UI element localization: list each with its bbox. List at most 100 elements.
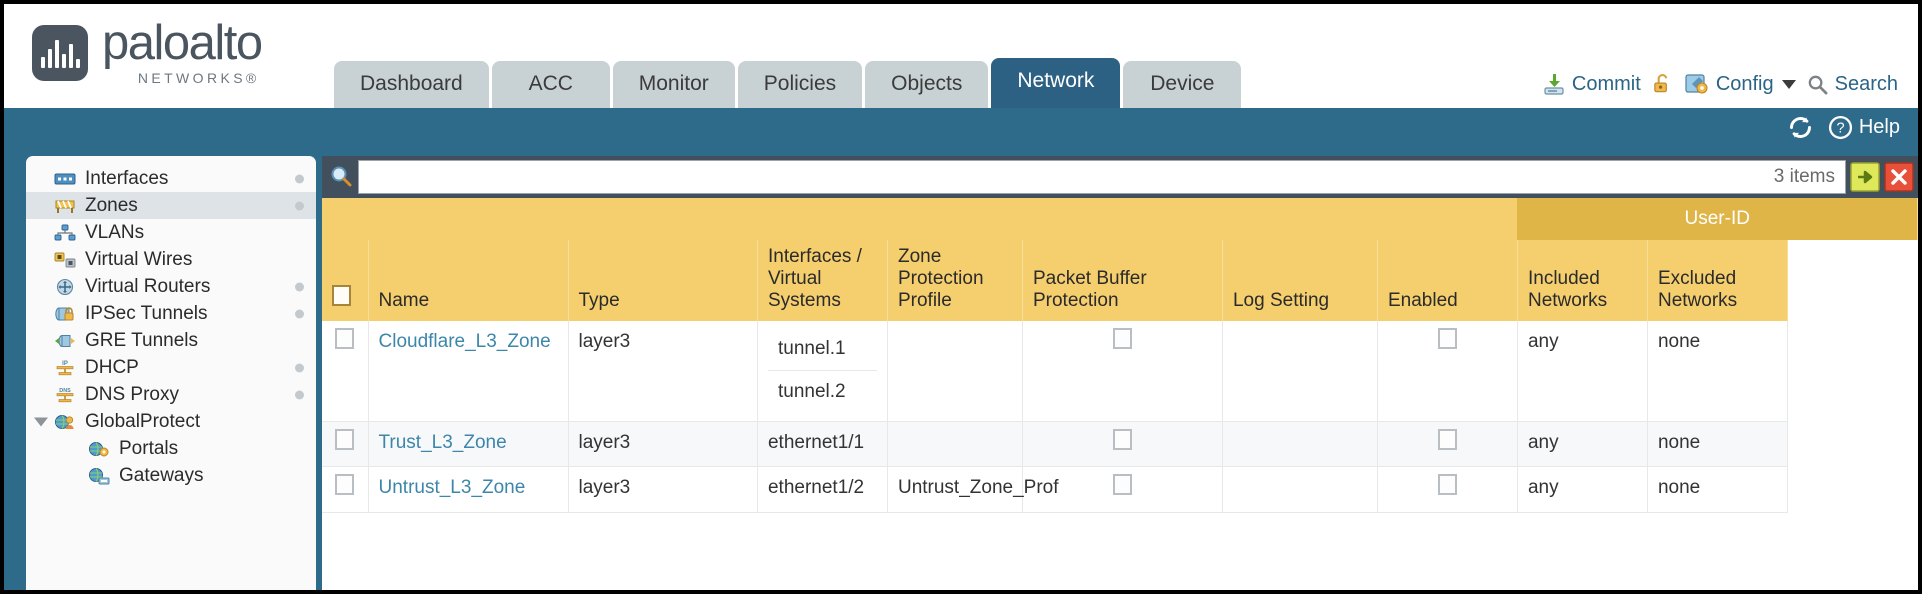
column-header-packet-buffer-protection[interactable]: Packet Buffer Protection xyxy=(1022,240,1223,321)
item-count-label: 3 items xyxy=(1773,166,1835,187)
sidebar-item-virtual-routers[interactable]: Virtual Routers xyxy=(26,273,316,300)
row-select-cell[interactable] xyxy=(322,466,369,513)
sidebar-item-gateways[interactable]: Gateways xyxy=(26,462,316,489)
cell-packet-buffer-protection[interactable] xyxy=(1022,320,1223,422)
cell-type: layer3 xyxy=(568,320,758,422)
interface-entry: tunnel.2 xyxy=(777,381,846,403)
apply-filter-arrow-icon[interactable] xyxy=(1850,162,1880,192)
sidebar-item-portals[interactable]: Portals xyxy=(26,435,316,462)
cell-zone-protection-profile xyxy=(887,421,1023,468)
gateways-icon xyxy=(89,467,110,484)
cell-zone-protection-profile: Untrust_Zone_Prof xyxy=(887,466,1059,513)
cell-packet-buffer-protection[interactable] xyxy=(1022,466,1223,513)
search-magnifier-icon xyxy=(1808,75,1828,94)
table-row[interactable]: Trust_L3_Zone layer3 ethernet1/1 xyxy=(322,421,1918,468)
commit-button[interactable]: Commit xyxy=(1542,72,1641,96)
interfaces-icon xyxy=(54,173,76,184)
cell-excluded-networks: none xyxy=(1647,466,1788,513)
table-row[interactable]: Cloudflare_L3_Zone layer3 tunnel.1 tunne… xyxy=(322,320,1918,422)
zone-name-link[interactable]: Cloudflare_L3_Zone xyxy=(378,330,551,352)
sidebar-item-virtual-wires[interactable]: Virtual Wires xyxy=(26,246,316,273)
select-all-checkbox[interactable] xyxy=(332,284,351,306)
cell-included-networks: any xyxy=(1517,320,1648,422)
sidebar-item-label: Portals xyxy=(119,437,179,459)
tab-monitor[interactable]: Monitor xyxy=(612,60,735,108)
packet-buffer-protection-checkbox[interactable] xyxy=(1112,474,1132,496)
content-area: Interfaces Zones xyxy=(4,156,1918,590)
column-header-interfaces[interactable]: Interfaces / Virtual Systems xyxy=(757,240,888,321)
table-row[interactable]: Untrust_L3_Zone layer3 ethernet1/2 Untru… xyxy=(322,466,1918,513)
cell-name[interactable]: Trust_L3_Zone xyxy=(368,421,569,468)
packet-buffer-protection-checkbox[interactable] xyxy=(1112,428,1132,450)
config-label: Config xyxy=(1715,72,1774,95)
tab-network[interactable]: Network xyxy=(991,57,1121,108)
search-button[interactable]: Search xyxy=(1806,73,1898,96)
tab-objects[interactable]: Objects xyxy=(865,60,989,108)
row-select-cell[interactable] xyxy=(322,421,369,468)
column-header-zone-protection-profile[interactable]: Zone Protection Profile xyxy=(887,240,1023,321)
commit-save-icon xyxy=(1544,74,1564,95)
userid-enabled-checkbox[interactable] xyxy=(1437,428,1457,450)
cell-name[interactable]: Untrust_L3_Zone xyxy=(368,466,569,513)
sidebar-item-interfaces[interactable]: Interfaces xyxy=(26,165,316,192)
column-header-included-networks[interactable]: Included Networks xyxy=(1517,240,1648,321)
help-question-icon: ? xyxy=(1828,115,1852,140)
column-header-type[interactable]: Type xyxy=(568,240,758,321)
userid-enabled-checkbox[interactable] xyxy=(1437,327,1457,349)
svg-text:?: ? xyxy=(1836,121,1844,137)
sidebar-item-vlans[interactable]: VLANs xyxy=(26,219,316,246)
row-checkbox[interactable] xyxy=(335,474,355,496)
cell-log-setting xyxy=(1222,320,1378,422)
search-input[interactable] xyxy=(369,166,1766,188)
portals-icon xyxy=(89,441,109,456)
tab-dashboard[interactable]: Dashboard xyxy=(334,60,489,108)
help-button[interactable]: ? Help xyxy=(1828,115,1900,140)
column-header-enabled[interactable]: Enabled xyxy=(1377,240,1518,321)
userid-enabled-checkbox[interactable] xyxy=(1437,474,1457,496)
sidebar-item-dns-proxy[interactable]: DNS DNS Proxy xyxy=(26,381,316,408)
svg-text:IP: IP xyxy=(62,361,68,367)
refresh-icon[interactable] xyxy=(1787,114,1814,141)
commit-label: Commit xyxy=(1571,72,1641,95)
column-header-excluded-networks[interactable]: Excluded Networks xyxy=(1647,240,1788,321)
cell-interfaces: ethernet1/1 xyxy=(757,421,888,468)
cell-userid-enabled[interactable] xyxy=(1377,466,1518,513)
zones-panel: 3 items xyxy=(322,156,1918,590)
globalprotect-icon xyxy=(55,414,74,429)
search-magnifier-icon[interactable] xyxy=(328,164,354,190)
config-dropdown[interactable]: Config xyxy=(1684,72,1796,96)
cell-name[interactable]: Cloudflare_L3_Zone xyxy=(368,320,569,422)
row-checkbox[interactable] xyxy=(335,327,355,349)
zone-name-link[interactable]: Trust_L3_Zone xyxy=(378,431,507,453)
packet-buffer-protection-checkbox[interactable] xyxy=(1112,327,1132,349)
zones-table-body: Cloudflare_L3_Zone layer3 tunnel.1 tunne… xyxy=(322,320,1918,513)
sidebar-item-label: Zones xyxy=(85,194,138,216)
column-header-log-setting[interactable]: Log Setting xyxy=(1222,240,1378,321)
select-all-header[interactable] xyxy=(322,240,369,321)
search-input-wrap[interactable]: 3 items xyxy=(358,160,1846,194)
tab-acc[interactable]: ACC xyxy=(491,60,610,108)
sidebar-item-dhcp[interactable]: IP DHCP xyxy=(26,354,316,381)
sidebar-item-zones[interactable]: Zones xyxy=(26,192,316,219)
status-dot xyxy=(295,282,304,291)
tab-device[interactable]: Device xyxy=(1123,60,1242,108)
cell-userid-enabled[interactable] xyxy=(1377,320,1518,422)
vlans-icon xyxy=(54,224,76,240)
row-select-cell[interactable] xyxy=(322,320,369,422)
sub-header-band: ? Help xyxy=(4,108,1918,156)
clear-filter-close-icon[interactable] xyxy=(1884,162,1914,192)
column-header-name[interactable]: Name xyxy=(368,240,569,321)
cell-packet-buffer-protection[interactable] xyxy=(1022,421,1223,468)
sidebar-item-globalprotect[interactable]: GlobalProtect xyxy=(26,408,316,435)
sidebar-item-ipsec-tunnels[interactable]: IPSec Tunnels xyxy=(26,300,316,327)
sidebar-item-gre-tunnels[interactable]: GRE Tunnels xyxy=(26,327,316,354)
cell-userid-enabled[interactable] xyxy=(1377,421,1518,468)
tab-policies[interactable]: Policies xyxy=(737,60,863,108)
zone-name-link[interactable]: Untrust_L3_Zone xyxy=(378,477,526,499)
unlock-icon[interactable] xyxy=(1651,72,1674,96)
cell-log-setting xyxy=(1222,421,1378,468)
config-wrench-icon xyxy=(1685,74,1708,94)
row-checkbox[interactable] xyxy=(335,428,355,450)
expander-triangle-icon[interactable] xyxy=(34,417,48,426)
cell-included-networks: any xyxy=(1517,466,1648,513)
